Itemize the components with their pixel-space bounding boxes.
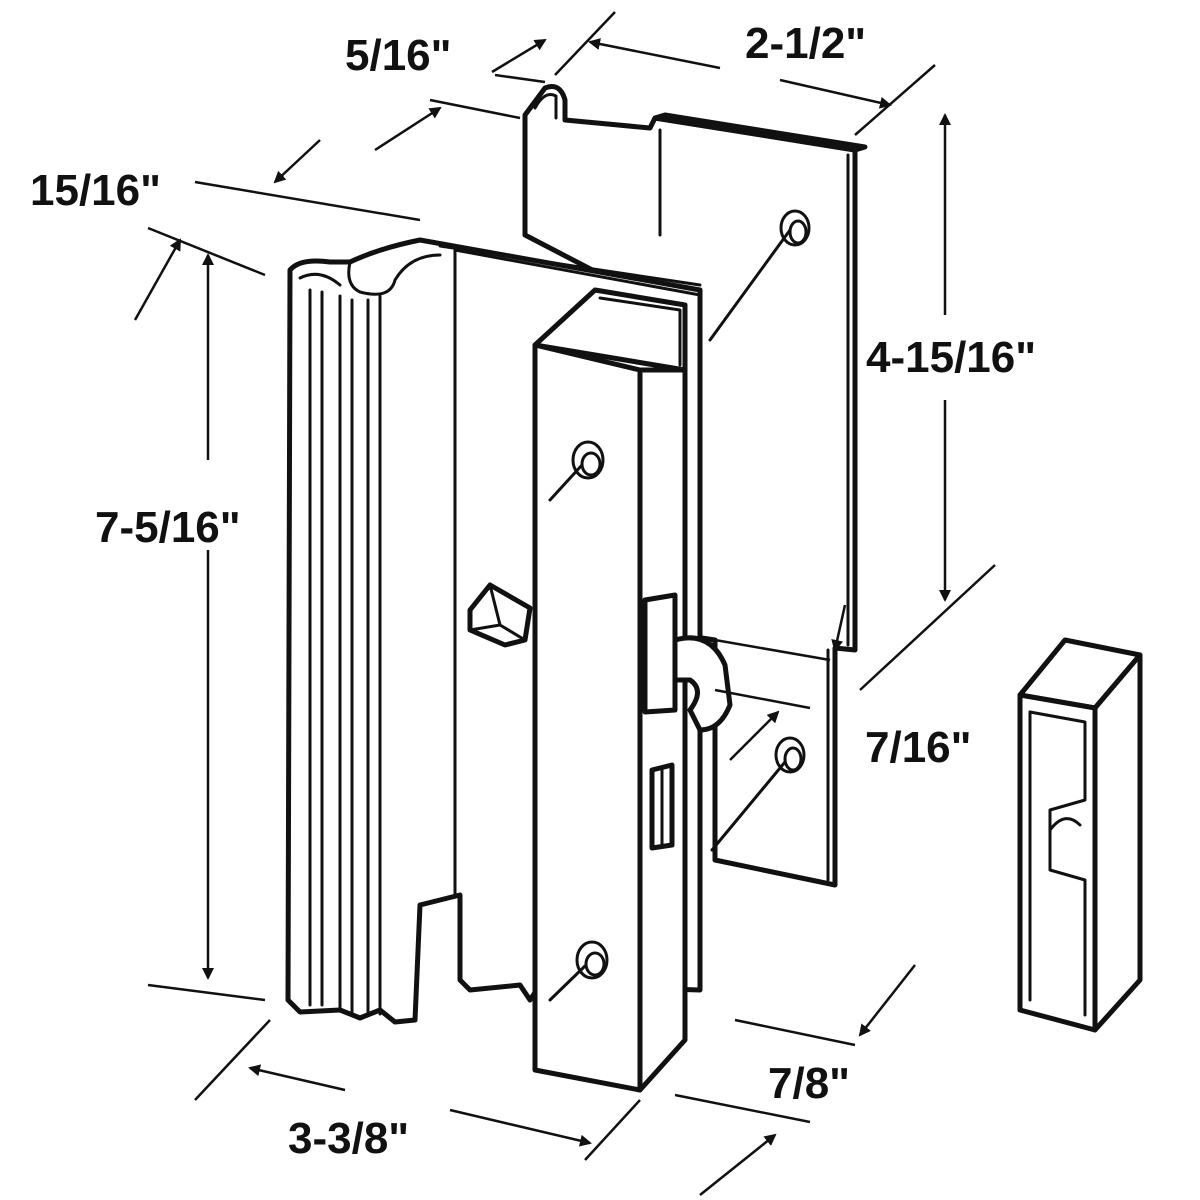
keeper-strike [1017,637,1143,1033]
dimension-label-7-16: 7/16" [865,723,972,772]
dimension-label-5-16: 5/16" [345,31,452,80]
thumb-lever [467,582,533,648]
dimension-label-2-1-2: 2-1/2" [745,19,866,68]
dimension-lines [133,11,996,1196]
latch-face-plate [532,287,688,1093]
dimension-label-3-3-8: 3-3/8" [288,1114,409,1163]
dimension-label-4-15-16: 4-15/16" [866,333,1036,382]
dimension-label-7-8: 7/8" [768,1059,850,1108]
dimension-label-7-5-16: 7-5/16" [95,503,241,552]
dimension-label-15-16: 15/16" [30,166,161,215]
latch-hook [642,592,733,851]
